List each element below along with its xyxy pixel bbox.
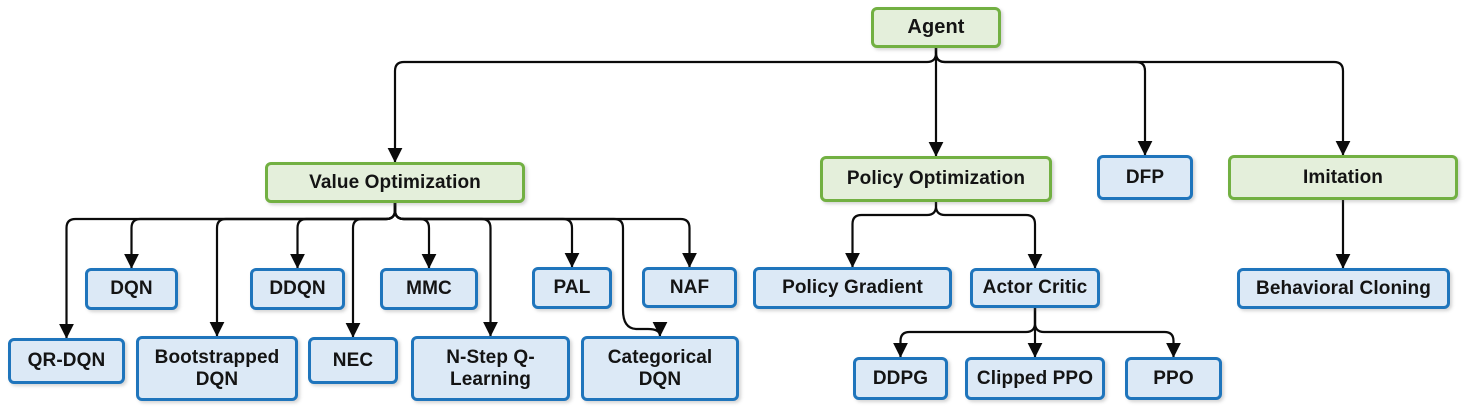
node-categorical-dqn: Categorical DQN (581, 336, 739, 401)
edge-value-optimization-to-pal (393, 203, 580, 268)
node-clipped-ppo: Clipped PPO (965, 357, 1105, 400)
node-pal: PAL (532, 267, 612, 309)
node-dqn: DQN (85, 268, 178, 310)
edge-value-optimization-to-mmc (393, 203, 437, 269)
node-imitation: Imitation (1228, 155, 1458, 200)
node-actor-critic: Actor Critic (970, 268, 1100, 308)
node-bootstrapped-dqn: Bootstrapped DQN (136, 336, 298, 401)
edge-value-optimization-to-ddqn (290, 203, 397, 269)
node-ddqn: DDQN (250, 268, 345, 310)
edge-actor-critic-to-ppo (1033, 308, 1181, 358)
edge-policy-optimization-to-policy-gradient (845, 202, 938, 268)
edge-value-optimization-to-dqn (124, 203, 397, 269)
edge-policy-optimization-to-actor-critic (934, 202, 1043, 269)
node-naf: NAF (642, 267, 737, 308)
edge-actor-critic-to-ddpg (893, 308, 1037, 358)
node-policy-gradient: Policy Gradient (753, 267, 952, 309)
node-policy-optimization: Policy Optimization (820, 156, 1052, 202)
node-ppo: PPO (1125, 357, 1222, 400)
edge-agent-to-imitation (934, 48, 1351, 156)
node-qr-dqn: QR-DQN (8, 338, 125, 384)
node-dfp: DFP (1097, 155, 1193, 200)
node-n-step-q-learning: N-Step Q-Learning (411, 336, 570, 401)
edge-agent-to-value-optimization (387, 48, 938, 163)
node-nec: NEC (308, 337, 398, 384)
edge-value-optimization-to-naf (393, 203, 697, 268)
node-agent: Agent (871, 7, 1001, 48)
node-value-optimization: Value Optimization (265, 162, 525, 203)
edge-agent-to-dfp (934, 48, 1153, 156)
node-mmc: MMC (380, 268, 478, 310)
node-ddpg: DDPG (853, 357, 948, 400)
node-behavioral-cloning: Behavioral Cloning (1237, 268, 1450, 309)
